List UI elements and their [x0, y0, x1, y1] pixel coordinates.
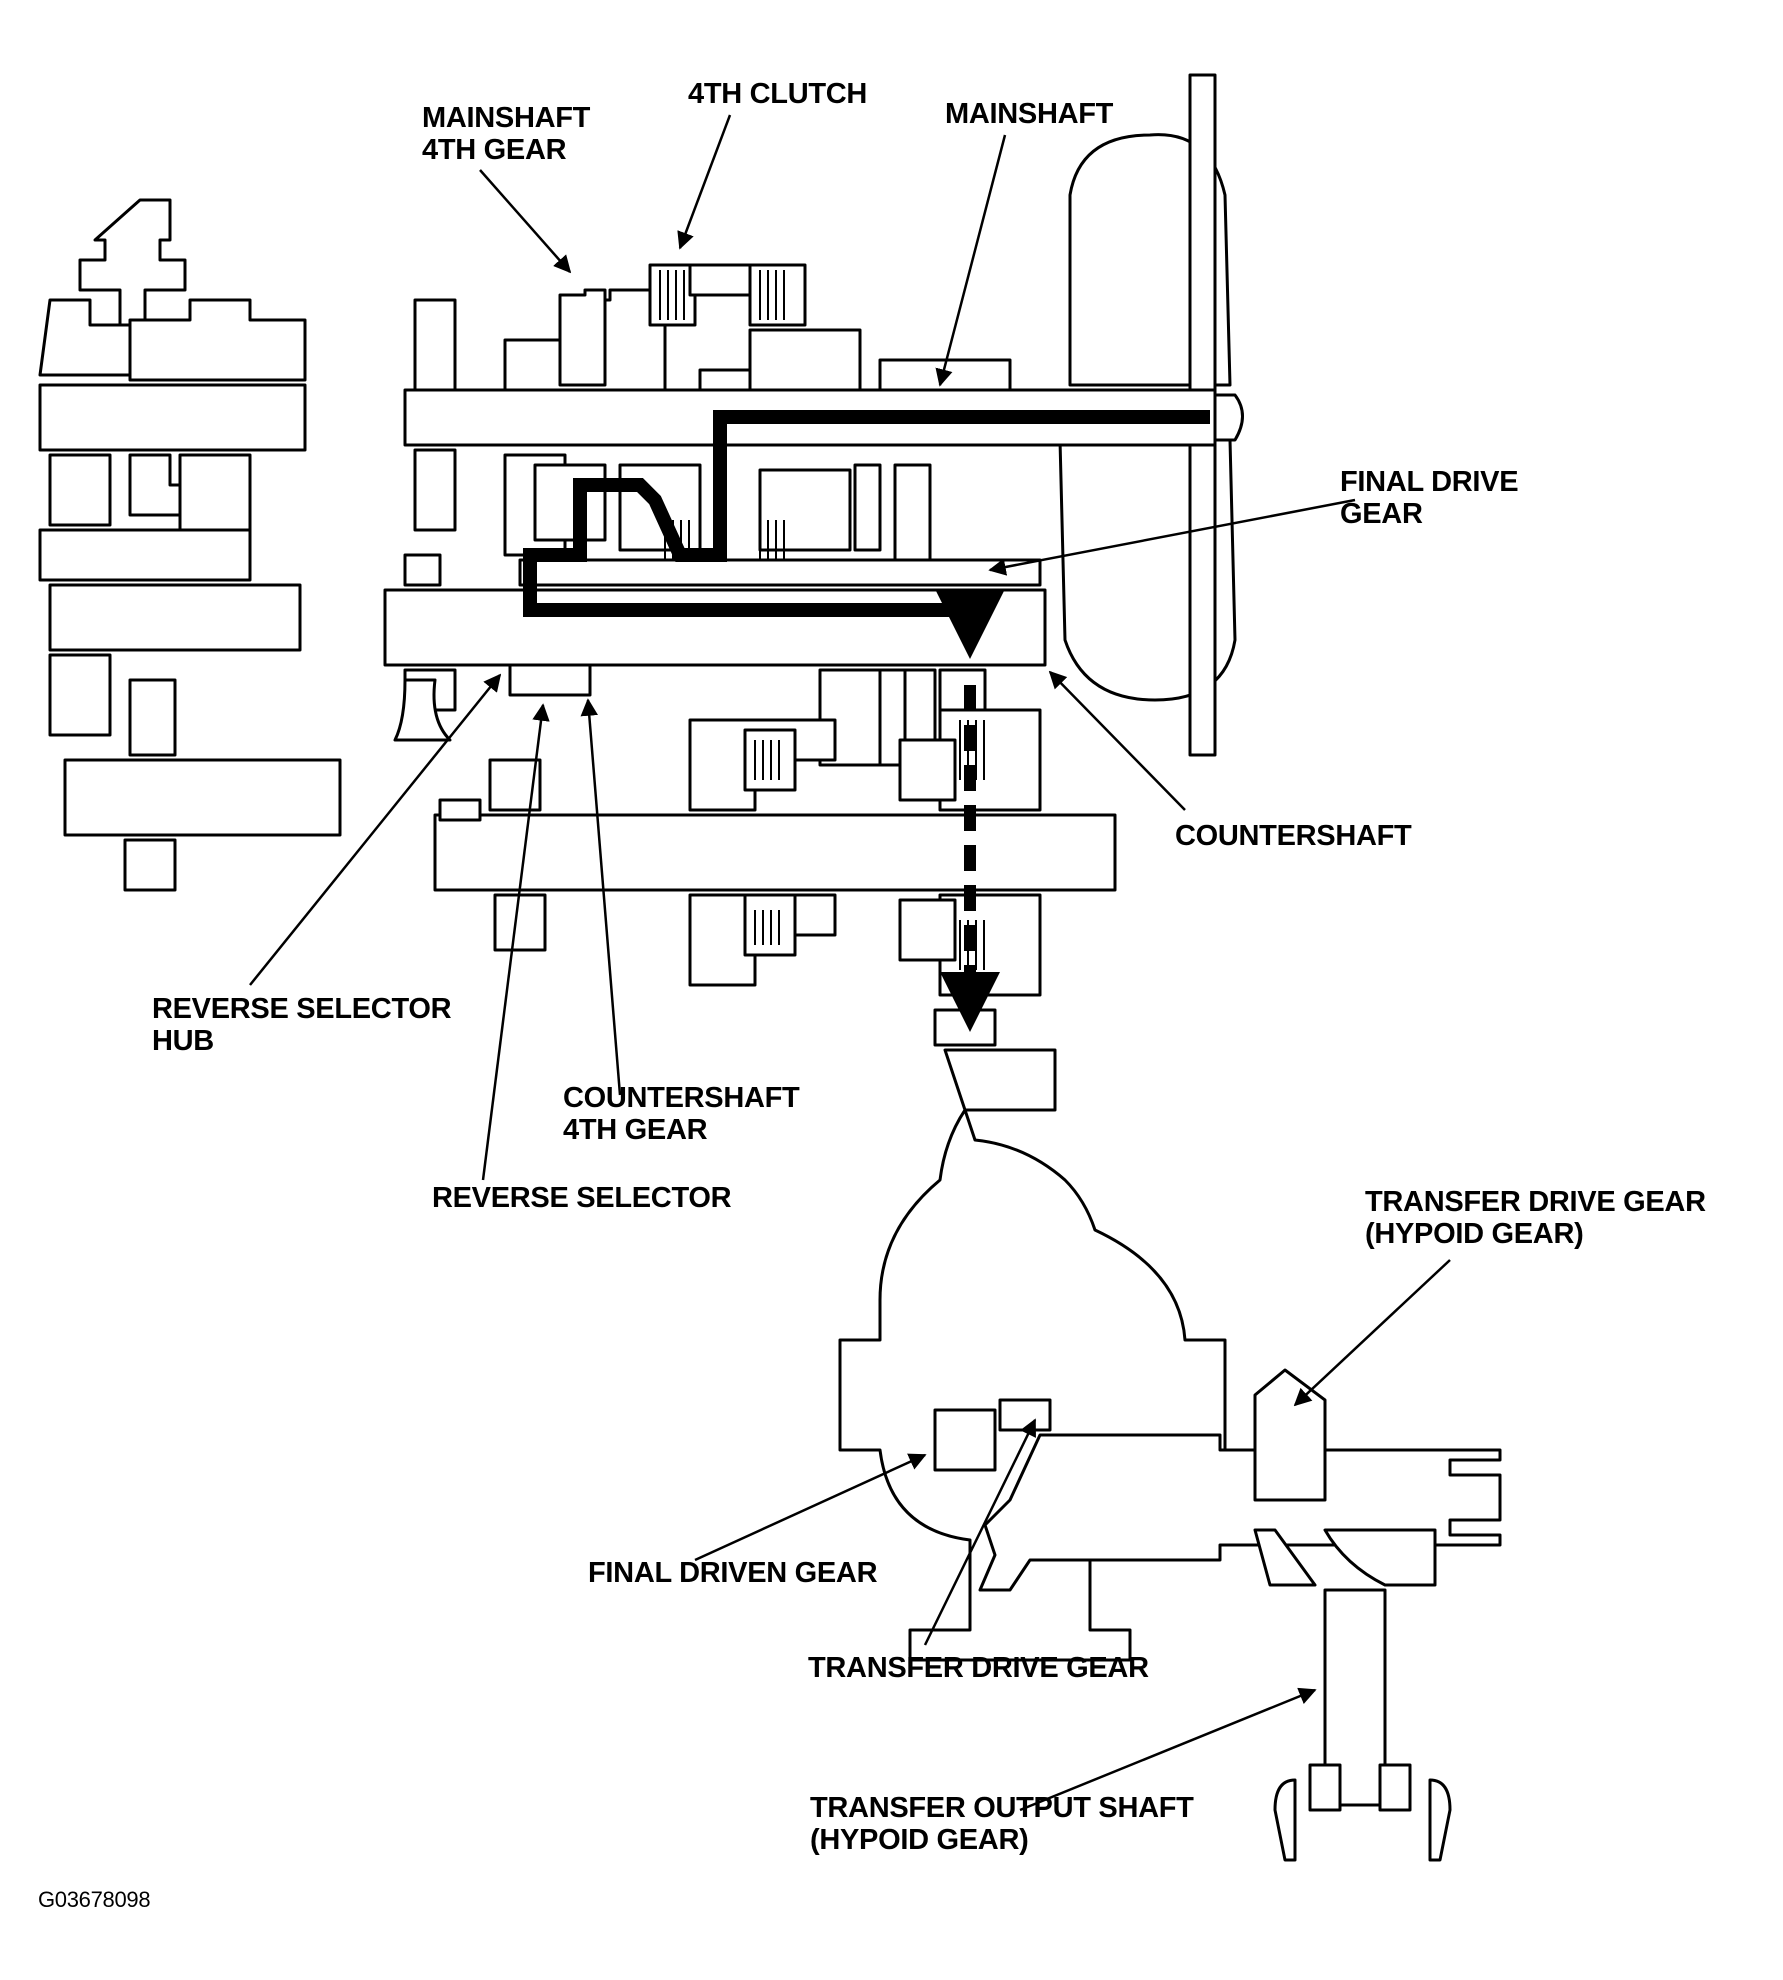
label-4th-clutch: 4TH CLUTCH — [688, 78, 867, 110]
label-countershaft: COUNTERSHAFT — [1175, 820, 1412, 852]
leader-transfer-output-shaft — [1019, 1687, 1317, 1812]
label-countershaft-4th-gear: COUNTERSHAFT 4TH GEAR — [563, 1082, 800, 1146]
leader-lines — [249, 114, 1451, 1812]
label-line: COUNTERSHAFT — [563, 1082, 800, 1114]
label-line: REVERSE SELECTOR — [152, 993, 452, 1025]
label-line: FINAL DRIVEN GEAR — [588, 1557, 878, 1589]
leader-final-driven-gear — [694, 1453, 927, 1562]
label-line: TRANSFER DRIVE GEAR — [808, 1652, 1149, 1684]
label-reverse-selector: REVERSE SELECTOR — [432, 1182, 732, 1214]
leader-4th-clutch — [677, 114, 732, 250]
clutch-hatching — [659, 270, 985, 970]
label-line: MAINSHAFT — [945, 98, 1114, 130]
leader-mainshaft — [935, 134, 1007, 387]
leader-countershaft — [1048, 670, 1186, 811]
leader-transfer-drive-gear — [923, 1418, 1037, 1646]
label-line: 4TH GEAR — [563, 1114, 708, 1146]
label-line: GEAR — [1340, 498, 1423, 530]
label-reverse-selector-hub: REVERSE SELECTOR HUB — [152, 993, 452, 1057]
label-line: HUB — [152, 1025, 214, 1057]
leader-final-drive-gear — [988, 498, 1356, 576]
label-mainshaft-4th-gear: MAINSHAFT 4TH GEAR — [422, 102, 590, 166]
left-shaft-assembly — [38, 198, 342, 892]
label-final-drive-gear: FINAL DRIVE GEAR — [1340, 466, 1519, 530]
lower-shaft-assembly — [433, 708, 1117, 997]
label-line: 4TH GEAR — [422, 134, 567, 166]
label-line: TRANSFER DRIVE GEAR — [1365, 1186, 1706, 1218]
label-transfer-drive-gear: TRANSFER DRIVE GEAR — [808, 1652, 1149, 1684]
label-final-driven-gear: FINAL DRIVEN GEAR — [588, 1557, 878, 1589]
label-line: (HYPOID GEAR) — [1365, 1218, 1584, 1250]
label-line: 4TH CLUTCH — [688, 78, 868, 110]
power-flow-path — [523, 410, 1210, 1032]
leader-reverse-selector-hub — [249, 673, 502, 986]
figure-id: G03678098 — [38, 1887, 151, 1912]
label-transfer-output-shaft: TRANSFER OUTPUT SHAFT (HYPOID GEAR) — [810, 1792, 1194, 1856]
label-mainshaft: MAINSHAFT — [945, 98, 1113, 130]
leader-reverse-selector — [481, 703, 550, 1181]
label-line: COUNTERSHAFT — [1175, 820, 1412, 852]
leader-mainshaft-4th-gear — [479, 169, 572, 274]
differential-assembly — [838, 1008, 1227, 1662]
label-line: (HYPOID GEAR) — [810, 1824, 1029, 1856]
label-line: REVERSE SELECTOR — [432, 1182, 732, 1214]
label-line: MAINSHAFT — [422, 102, 591, 134]
leader-transfer-drive-gear-hypoid — [1293, 1259, 1451, 1407]
label-line: TRANSFER OUTPUT SHAFT — [810, 1792, 1194, 1824]
label-line: FINAL DRIVE — [1340, 466, 1519, 498]
transfer-assembly — [978, 1368, 1502, 1862]
leader-countershaft-4th-gear — [580, 698, 622, 1096]
label-transfer-drive-gear-hypoid: TRANSFER DRIVE GEAR (HYPOID GEAR) — [1365, 1186, 1706, 1250]
